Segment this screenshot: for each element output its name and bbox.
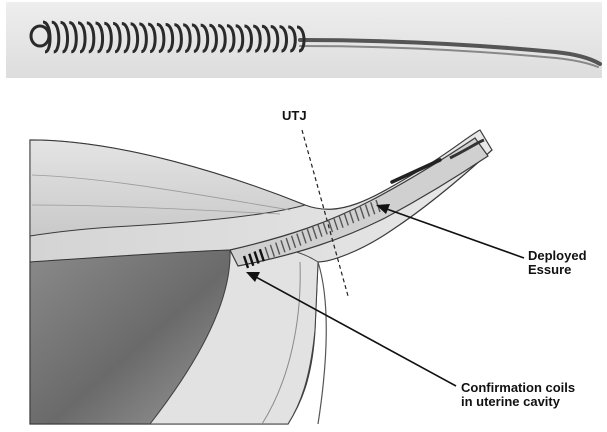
label-confirmation-line2: in uterine cavity (461, 395, 575, 409)
label-confirmation-coils: Confirmation coils in uterine cavity (461, 381, 575, 409)
label-deployed-line2: Essure (528, 263, 587, 277)
label-confirmation-line1: Confirmation coils (461, 381, 575, 395)
anatomy-illustration (30, 130, 524, 424)
label-utj: UTJ (282, 109, 307, 123)
label-deployed-essure: Deployed Essure (528, 249, 587, 277)
label-utj-text: UTJ (282, 109, 307, 123)
label-deployed-line1: Deployed (528, 249, 587, 263)
device-photo (6, 2, 602, 78)
